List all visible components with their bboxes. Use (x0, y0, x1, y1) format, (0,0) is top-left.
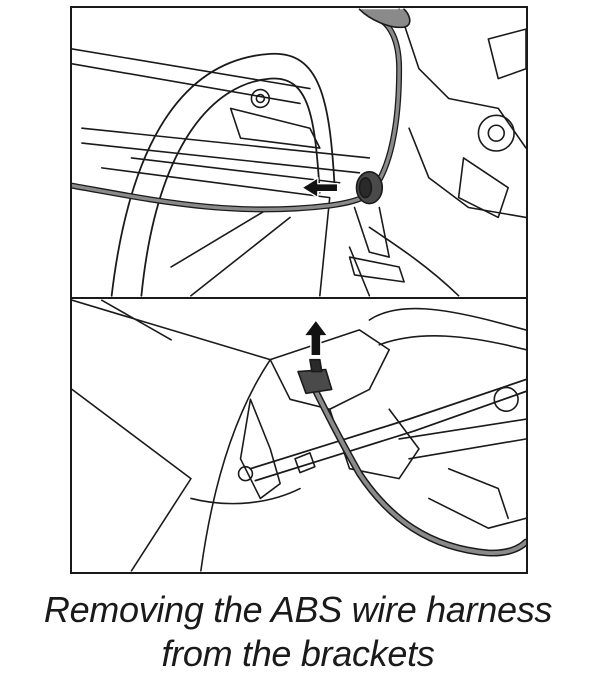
chassis-edge-line (72, 48, 311, 90)
abs-wire-fill (307, 377, 526, 556)
wire-grommet-center (358, 176, 373, 199)
subframe-line (81, 127, 371, 159)
brake-line (254, 390, 526, 482)
top-panel-drawing (72, 8, 526, 297)
joint-bolt (493, 386, 519, 413)
caption-line-1: Removing the ABS wire harness (43, 589, 553, 630)
control-arm (368, 307, 526, 331)
lower-arm (447, 467, 509, 520)
wire-clip-tab (309, 358, 323, 373)
wire-clip (297, 368, 333, 395)
control-arm (378, 335, 526, 351)
illustration-frame (70, 6, 528, 574)
frame-rail (170, 206, 272, 268)
brake-hose (140, 77, 321, 297)
lower-arm (428, 497, 526, 529)
tie-rod (398, 418, 526, 440)
chassis-edge-line (72, 62, 301, 105)
hub-bracket (239, 398, 281, 500)
knuckle-outline (398, 8, 526, 149)
arrow-left-icon (301, 177, 339, 199)
arrow-up-icon (303, 319, 329, 357)
knuckle-bolt (477, 114, 515, 152)
brake-line (249, 378, 526, 470)
brake-hose (110, 52, 336, 297)
hub-edge (190, 487, 301, 505)
subframe-line (81, 142, 361, 174)
strut-bracket (269, 329, 390, 411)
frame-rail (190, 216, 291, 297)
wire-sleeve (358, 8, 411, 29)
knuckle-arm (457, 157, 509, 219)
panel-divider (72, 297, 526, 299)
knuckle-bolt-center (487, 124, 505, 142)
abs-wire-fill (372, 17, 401, 190)
hub-bolt (237, 465, 254, 482)
body-panel-line (100, 299, 172, 341)
grommet-bracket-foot (348, 256, 405, 283)
grommet-bracket (353, 206, 390, 258)
bracket-plate (229, 107, 321, 149)
figure-caption: Removing the ABS wire harness from the b… (0, 588, 596, 676)
bracket-outline (130, 157, 341, 184)
caption-line-2: from the brackets (161, 633, 435, 674)
bottom-panel-illustration (72, 299, 526, 572)
body-panel-edge (72, 388, 192, 572)
knuckle-outline (348, 246, 371, 297)
knuckle-outline (368, 226, 460, 297)
bolt-head (250, 88, 271, 109)
bracket-outline (100, 167, 331, 297)
knuckle-outline (408, 127, 526, 219)
bolt-center (255, 93, 266, 104)
brake-line-fitting (294, 452, 316, 474)
tie-rod (408, 438, 526, 460)
body-panel-edge (72, 299, 272, 572)
strut-mount (487, 28, 526, 80)
bottom-panel-drawing (72, 299, 526, 572)
top-panel-illustration (72, 8, 526, 297)
